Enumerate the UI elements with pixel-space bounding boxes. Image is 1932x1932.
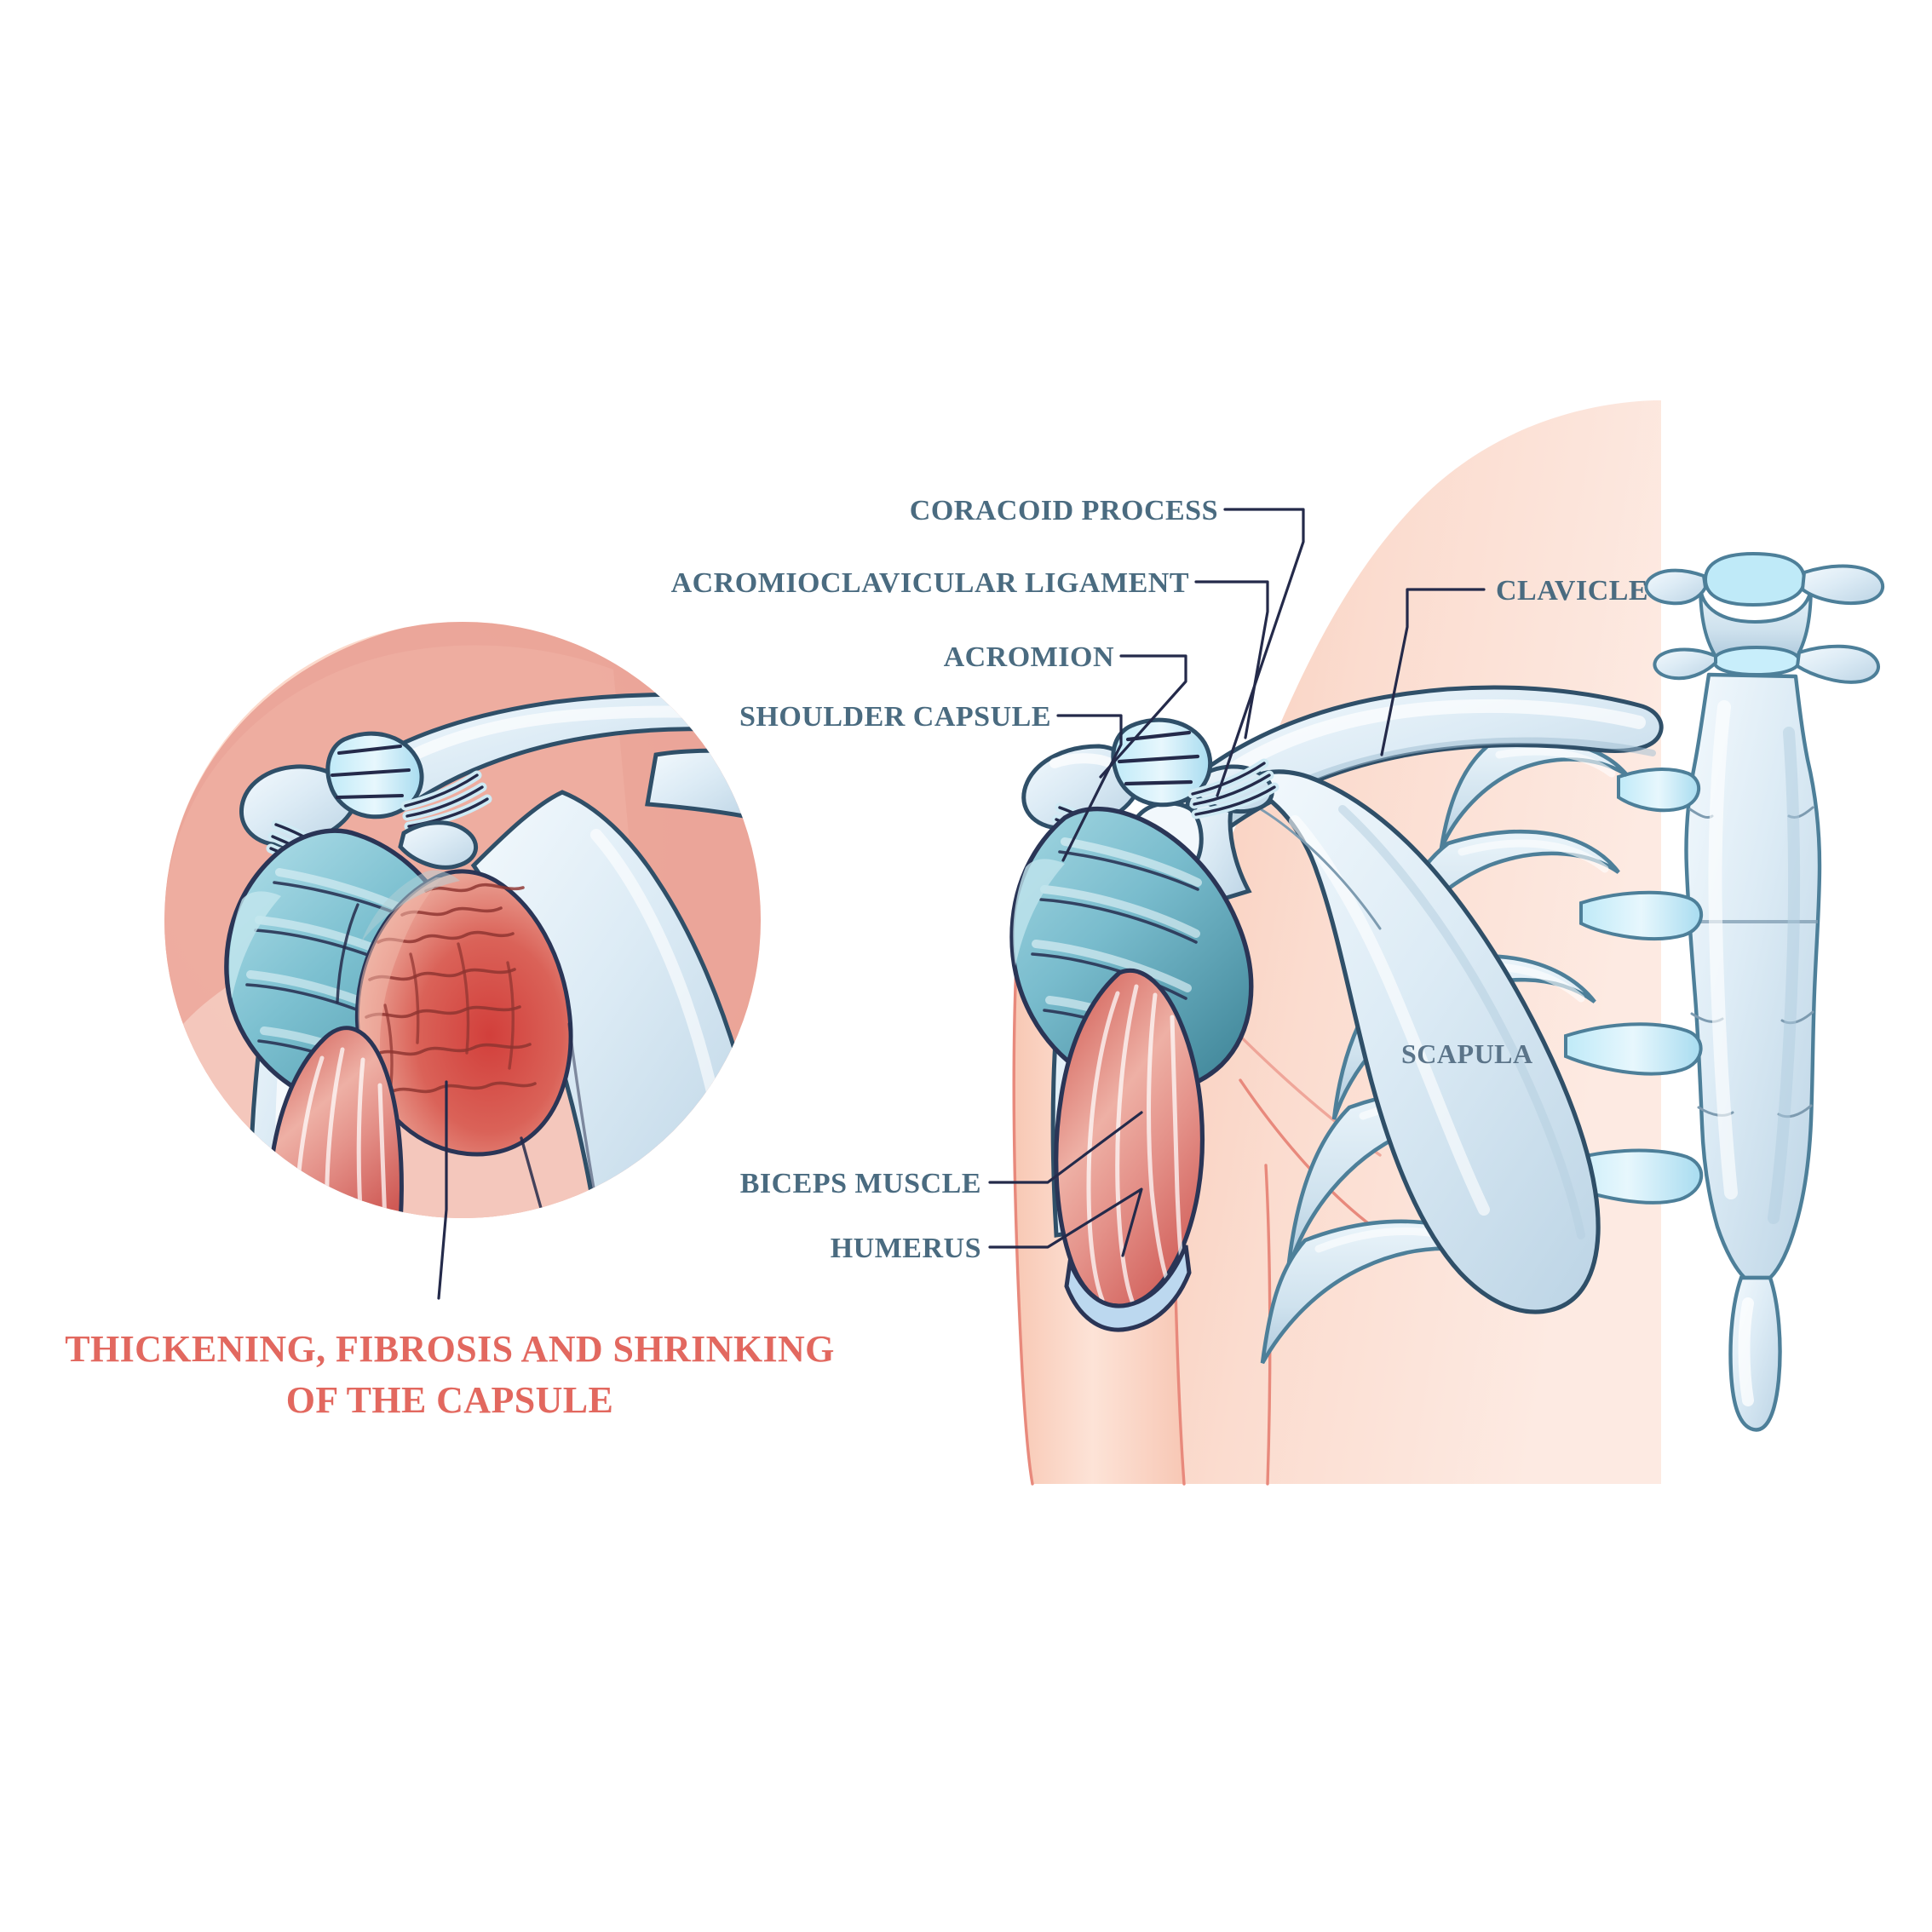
- label-clavicle: CLAVICLE: [1496, 575, 1648, 607]
- leader-clavicle: [1380, 588, 1486, 756]
- label-shoulder-capsule: SHOULDER CAPSULE: [739, 701, 1051, 733]
- label-coracoid-process: CORACOID PROCESS: [910, 495, 1218, 526]
- leader-biceps-muscle: [988, 1111, 1143, 1184]
- leader-fibrosis-caption: [437, 1080, 448, 1300]
- label-acromioclavicular-ligament: ACROMIOCLAVICULAR LIGAMENT: [671, 567, 1189, 599]
- biceps-muscle: [1054, 968, 1205, 1332]
- label-humerus: HUMERUS: [831, 1233, 981, 1264]
- label-scapula: SCAPULA: [1401, 1038, 1533, 1069]
- caption-fibrosis-line1: THICKENING, FIBROSIS AND SHRINKING: [65, 1328, 835, 1370]
- caption-fibrosis-line2: OF THE CAPSULE: [286, 1379, 614, 1421]
- label-acromion: ACROMION: [944, 641, 1114, 673]
- leader-acromion: [1099, 654, 1187, 779]
- capsule-inset-circle: [164, 622, 761, 1218]
- leader-humerus: [988, 1187, 1143, 1257]
- leader-shoulder-capsule: [1056, 714, 1123, 862]
- fibrotic-capsule: [354, 869, 573, 1157]
- ac-ligament-fibres: [1187, 758, 1279, 819]
- sternum: [1644, 551, 1884, 1432]
- thorax-bones: SCAPULA: [1009, 551, 1884, 1432]
- leader-acromioclavicular-ligament: [1194, 580, 1269, 739]
- scapula: [1183, 769, 1601, 1314]
- leader-coracoid-process: [1216, 508, 1305, 797]
- leader-lines: [437, 508, 1486, 1300]
- label-biceps-muscle: BICEPS MUSCLE: [740, 1168, 981, 1199]
